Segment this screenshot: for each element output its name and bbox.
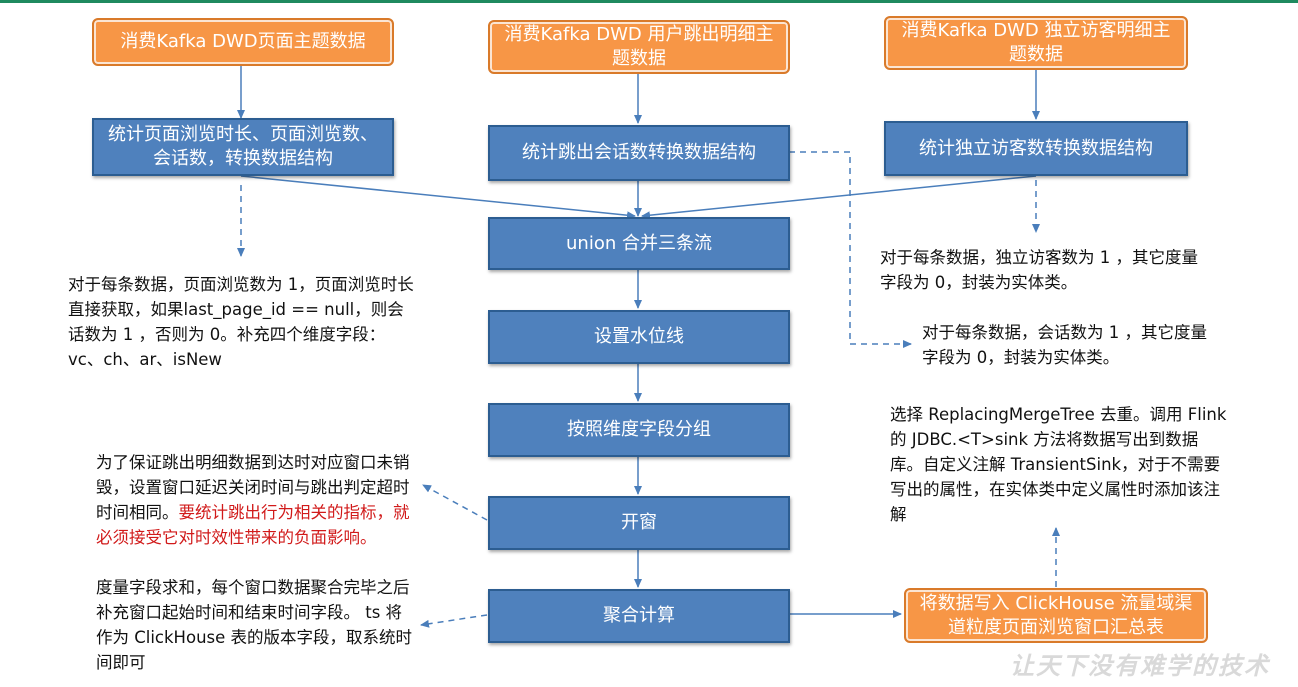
node-consume-page-label: 消费Kafka DWD页面主题数据 (120, 31, 366, 52)
note-jump-metrics: 对于每条数据，会话数为 1 ，其它度量字段为 0，封装为实体类。 (922, 323, 1207, 367)
node-consume-uv: 消费Kafka DWD 独立访客明细主题数据 (884, 16, 1188, 70)
node-stat-jump: 统计跳出会话数转换数据结构 (488, 125, 790, 181)
node-write: 将数据写入 ClickHouse 流量域渠道粒度页面浏览窗口汇总表 (904, 588, 1208, 643)
node-consume-page: 消费Kafka DWD页面主题数据 (92, 18, 394, 66)
note-window-text: 为了保证跳出明细数据到达时对应窗口未销毁，设置窗口延迟关闭时间与跳出判定超时时间… (96, 453, 410, 522)
node-watermark: 设置水位线 (488, 310, 790, 364)
node-window-label: 开窗 (621, 512, 657, 533)
node-window: 开窗 (488, 496, 790, 550)
node-stat-uv: 统计独立访客数转换数据结构 (884, 121, 1188, 176)
node-write-label: 将数据写入 ClickHouse 流量域渠道粒度页面浏览窗口汇总表 (919, 592, 1193, 638)
node-stat-uv-label: 统计独立访客数转换数据结构 (919, 137, 1153, 159)
node-aggregate: 聚合计算 (488, 589, 790, 643)
node-stat-jump-label: 统计跳出会话数转换数据结构 (522, 142, 756, 163)
dashed-stat-jump-to-note (789, 151, 912, 348)
note-aggregate: 度量字段求和，每个窗口数据聚合完毕之后补充窗口起始时间和结束时间字段。 ts 将… (96, 578, 413, 672)
note-write: 选择 ReplacingMergeTree 去重。调用 Flink 的 JDBC… (890, 405, 1227, 524)
node-group-label: 按照维度字段分组 (567, 419, 711, 440)
arrow-stat-uv-to-union (641, 175, 1037, 220)
node-consume-jump: 消费Kafka DWD 用户跳出明细主题数据 (488, 20, 790, 74)
node-consume-jump-label: 消费Kafka DWD 用户跳出明细主题数据 (504, 24, 774, 69)
dashed-aggregate-to-note (420, 614, 488, 628)
arrow-stat-page-to-union (240, 175, 636, 220)
node-aggregate-label: 聚合计算 (603, 605, 675, 626)
node-group: 按照维度字段分组 (488, 403, 790, 457)
node-stat-page-label: 统计页面浏览时长、页面浏览数、会话数，转换数据结构 (108, 124, 378, 169)
node-watermark-label: 设置水位线 (594, 326, 684, 347)
dashed-window-to-note (422, 484, 488, 521)
node-stat-page: 统计页面浏览时长、页面浏览数、会话数，转换数据结构 (92, 118, 394, 176)
note-page-metrics: 对于每条数据，页面浏览数为 1，页面浏览时长直接获取，如果last_page_i… (68, 275, 414, 369)
node-union-label: union 合并三条流 (566, 232, 712, 254)
note-window-warning: 要统计跳出行为相关的指标，就必须接受它对时效性带来的负面影响。 (96, 503, 410, 547)
note-window: 为了保证跳出明细数据到达时对应窗口未销毁，设置窗口延迟关闭时间与跳出判定超时时间… (96, 425, 418, 550)
watermark-slogan: 让天下没有难学的技术 (1010, 651, 1270, 680)
note-uv-metrics: 对于每条数据，独立访客数为 1 ，其它度量字段为 0，封装为实体类。 (880, 248, 1198, 292)
node-consume-uv-label: 消费Kafka DWD 独立访客明细主题数据 (901, 20, 1171, 65)
node-union: union 合并三条流 (488, 217, 790, 270)
top-divider (0, 0, 1298, 3)
